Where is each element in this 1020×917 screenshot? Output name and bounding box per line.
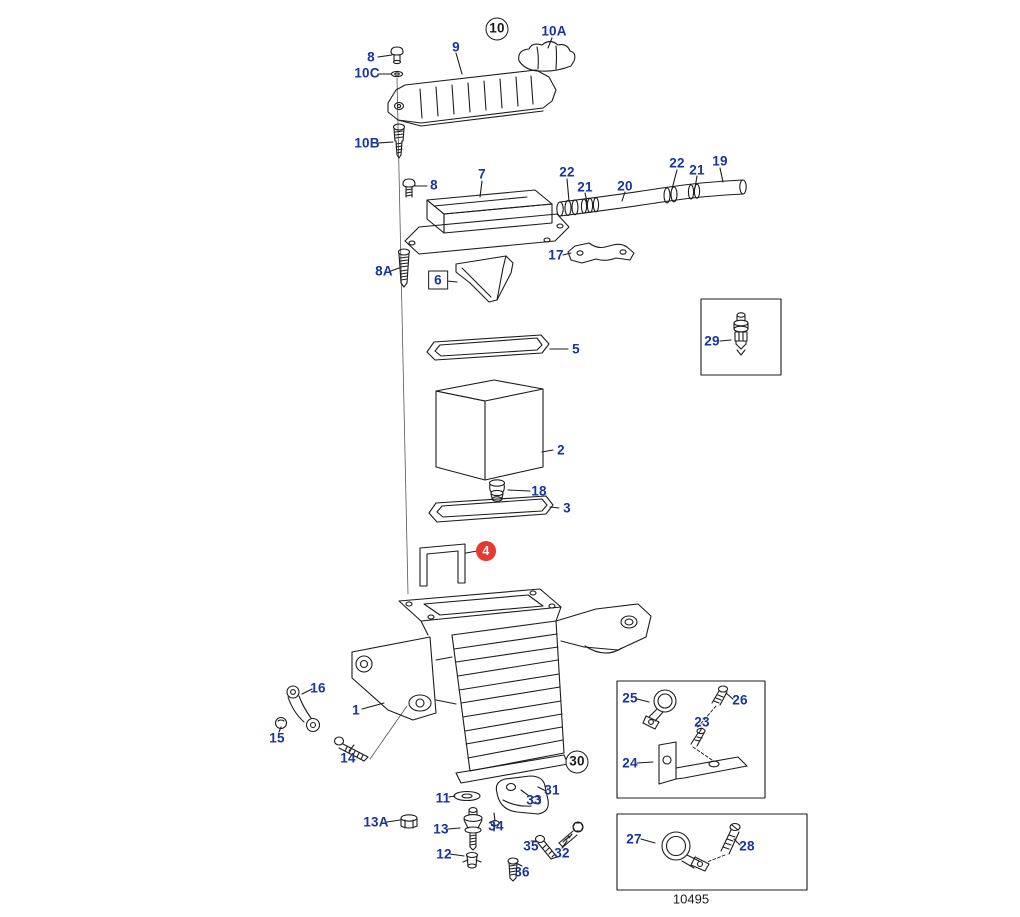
callout-3: 3 bbox=[563, 500, 571, 516]
callout-27: 27 bbox=[626, 831, 642, 847]
inset-box-29 bbox=[700, 298, 782, 376]
part-28-screw-drawing bbox=[720, 822, 741, 855]
part-27-clamp-drawing bbox=[661, 831, 710, 872]
callout-14: 14 bbox=[340, 750, 356, 766]
part-18-grommet-drawing bbox=[488, 479, 506, 502]
callout-5: 5 bbox=[572, 341, 580, 357]
screw-axis-line bbox=[369, 705, 408, 760]
callout-21-b: 21 bbox=[689, 162, 705, 178]
callout-33: 33 bbox=[526, 792, 542, 808]
callout-7: 7 bbox=[478, 166, 486, 182]
inset-box-27-28 bbox=[616, 813, 808, 891]
callout-1: 1 bbox=[352, 702, 360, 718]
part-13a-nut-drawing bbox=[400, 814, 418, 829]
callout-16: 16 bbox=[310, 680, 326, 696]
part-36-screw-drawing bbox=[507, 857, 519, 882]
callout-35: 35 bbox=[523, 838, 539, 854]
part-24-bracket-drawing bbox=[658, 741, 748, 785]
part-8a-screw-drawing bbox=[397, 248, 411, 288]
callout-10b: 10B bbox=[354, 135, 380, 151]
part-10b-screw-drawing bbox=[392, 123, 406, 159]
callout-4-highlighted: 4 bbox=[476, 541, 496, 561]
part-12-valve-drawing bbox=[462, 851, 482, 869]
callout-8a: 8A bbox=[375, 263, 393, 279]
callout-18: 18 bbox=[531, 483, 547, 499]
callout-10-circled: 10 bbox=[485, 17, 509, 41]
callout-34: 34 bbox=[488, 818, 504, 834]
part-5-gasket-drawing bbox=[426, 334, 550, 361]
hose-assembly-drawing bbox=[556, 179, 747, 217]
part-35-screw-drawing bbox=[534, 834, 558, 860]
assembly-axis-line bbox=[396, 77, 409, 595]
callout-13: 13 bbox=[433, 821, 449, 837]
part-31-33-bracket-drawing bbox=[495, 775, 549, 815]
part-26-screw-drawing bbox=[711, 685, 729, 706]
part-3-gasket-drawing bbox=[428, 495, 554, 523]
callout-23: 23 bbox=[694, 714, 710, 730]
callout-22-a: 22 bbox=[559, 164, 575, 180]
part-8-screw-top-drawing bbox=[390, 46, 404, 65]
callout-24: 24 bbox=[622, 755, 638, 771]
part-14-screw-drawing bbox=[333, 736, 369, 762]
callout-28: 28 bbox=[739, 838, 755, 854]
callout-10a: 10A bbox=[541, 23, 567, 39]
part-11-washer-drawing bbox=[453, 790, 481, 802]
figure-number: 10495 bbox=[672, 891, 710, 907]
part-25-clamp-drawing bbox=[642, 689, 677, 730]
part-10a-cover-drawing bbox=[518, 40, 576, 72]
callout-30-circled: 30 bbox=[565, 750, 589, 774]
part-29-fitting-drawing bbox=[733, 312, 749, 356]
part-10c-washer-drawing bbox=[390, 70, 404, 78]
callout-6-boxed: 6 bbox=[428, 270, 448, 290]
callout-11: 11 bbox=[435, 790, 451, 806]
part-9-cover-drawing bbox=[387, 69, 557, 127]
part-6-bracket-drawing bbox=[455, 255, 514, 303]
callout-15: 15 bbox=[269, 730, 285, 746]
inset-box-23-26 bbox=[616, 680, 766, 799]
callout-17: 17 bbox=[548, 247, 564, 263]
callout-25: 25 bbox=[622, 690, 638, 706]
callout-29: 29 bbox=[704, 333, 720, 349]
callout-21-a: 21 bbox=[577, 179, 593, 195]
callout-13a: 13A bbox=[363, 814, 389, 830]
part-8-screw-mid-drawing bbox=[402, 178, 416, 198]
part-16-link-drawing bbox=[286, 685, 321, 733]
callout-26: 26 bbox=[732, 692, 748, 708]
callout-31: 31 bbox=[544, 782, 560, 798]
part-34-washer-drawing bbox=[490, 820, 500, 832]
callout-19: 19 bbox=[712, 153, 728, 169]
callout-32: 32 bbox=[554, 845, 570, 861]
callout-2: 2 bbox=[557, 442, 565, 458]
callout-20: 20 bbox=[617, 178, 633, 194]
part-23-screw-drawing bbox=[690, 727, 706, 747]
part-13-valve-drawing bbox=[463, 807, 483, 851]
callout-36: 36 bbox=[514, 864, 530, 880]
part-2-insert-drawing bbox=[435, 379, 544, 481]
part-7-cover-drawing bbox=[404, 189, 570, 255]
part-17-clamp-plate-drawing bbox=[567, 242, 635, 264]
callout-8-top: 8 bbox=[367, 49, 375, 65]
callout-9: 9 bbox=[452, 39, 460, 55]
part-32-screw-drawing bbox=[558, 821, 584, 848]
callout-12: 12 bbox=[436, 846, 452, 862]
callout-10c: 10C bbox=[354, 65, 380, 81]
part-4-retainer-drawing bbox=[419, 543, 466, 587]
callout-8-mid: 8 bbox=[430, 177, 438, 193]
part-15-ball-drawing bbox=[274, 716, 288, 730]
leader-lines bbox=[278, 37, 741, 867]
callout-22-b: 22 bbox=[669, 155, 685, 171]
part-1-housing-drawing bbox=[351, 588, 652, 784]
